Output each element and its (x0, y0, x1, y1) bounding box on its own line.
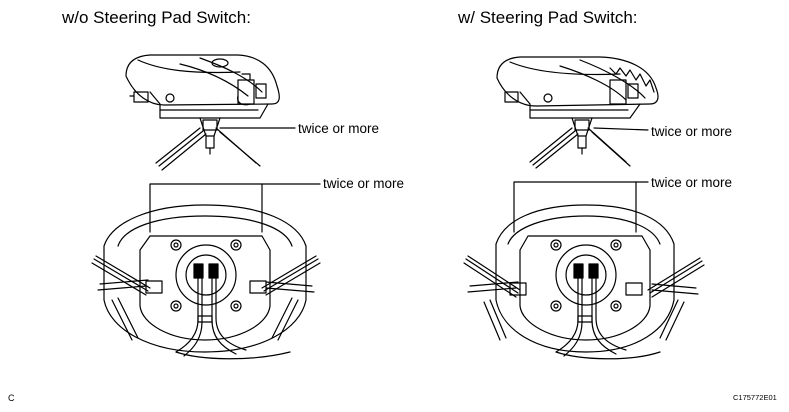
right-panel-title: w/ Steering Pad Switch: (458, 8, 638, 27)
left-front-view-airbag (91, 183, 321, 360)
left-side-view-airbag (125, 54, 280, 119)
corner-mark: C (8, 393, 15, 403)
right-side-view-airbag (496, 56, 659, 119)
figure-code: C175772E01 (733, 393, 777, 402)
right-side-view-screwdriver (529, 117, 649, 169)
left-top-callout: twice or more (298, 121, 380, 136)
left-panel-title: w/o Steering Pad Switch: (62, 8, 251, 27)
left-bottom-callout: twice or more (323, 176, 405, 191)
right-front-view-airbag (463, 181, 705, 360)
left-side-view-screwdriver (155, 117, 296, 171)
right-top-callout: twice or more (651, 124, 733, 139)
right-bottom-callout: twice or more (651, 175, 733, 190)
